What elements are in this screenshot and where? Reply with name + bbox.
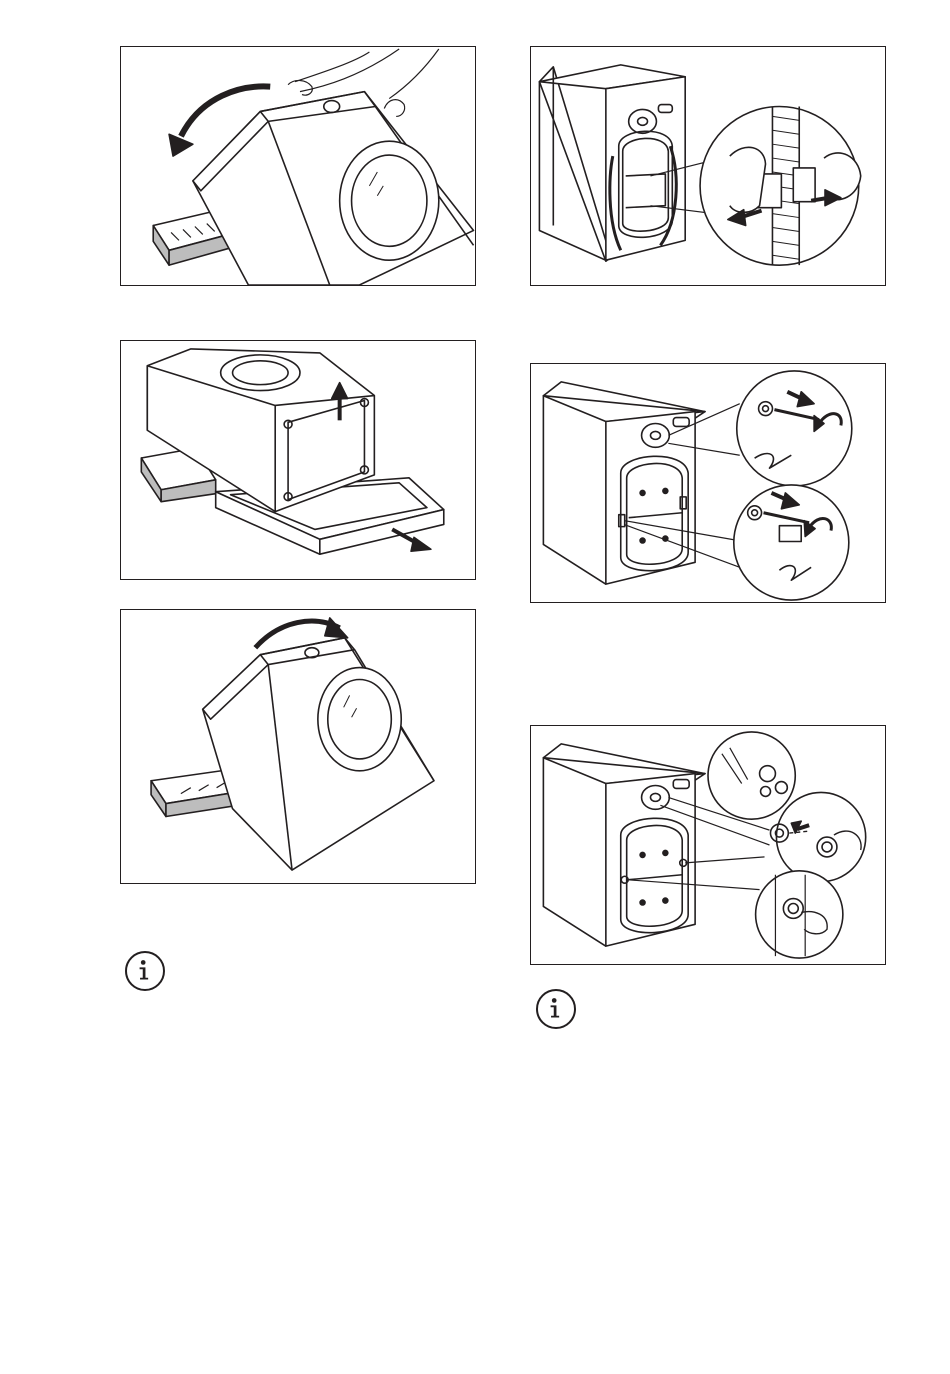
figure-tilt-back: [120, 46, 476, 286]
info-icon: [536, 989, 576, 1029]
hose-clip-removal-illustration: [531, 47, 885, 285]
transit-bolt-removal-illustration: [531, 364, 885, 602]
washer-tilt-back-illustration: [121, 47, 475, 285]
figure-remove-hose-clip: [530, 46, 886, 286]
figure-remove-base: [120, 340, 476, 580]
figure-insert-caps: [530, 725, 886, 965]
washer-tilt-upright-illustration: [121, 610, 475, 883]
figure-tilt-upright: [120, 609, 476, 884]
washer-base-removal-illustration: [121, 341, 475, 579]
figure-unscrew-bolts: [530, 363, 886, 603]
plastic-cap-insertion-illustration: [531, 726, 885, 964]
info-icon: [125, 951, 165, 991]
